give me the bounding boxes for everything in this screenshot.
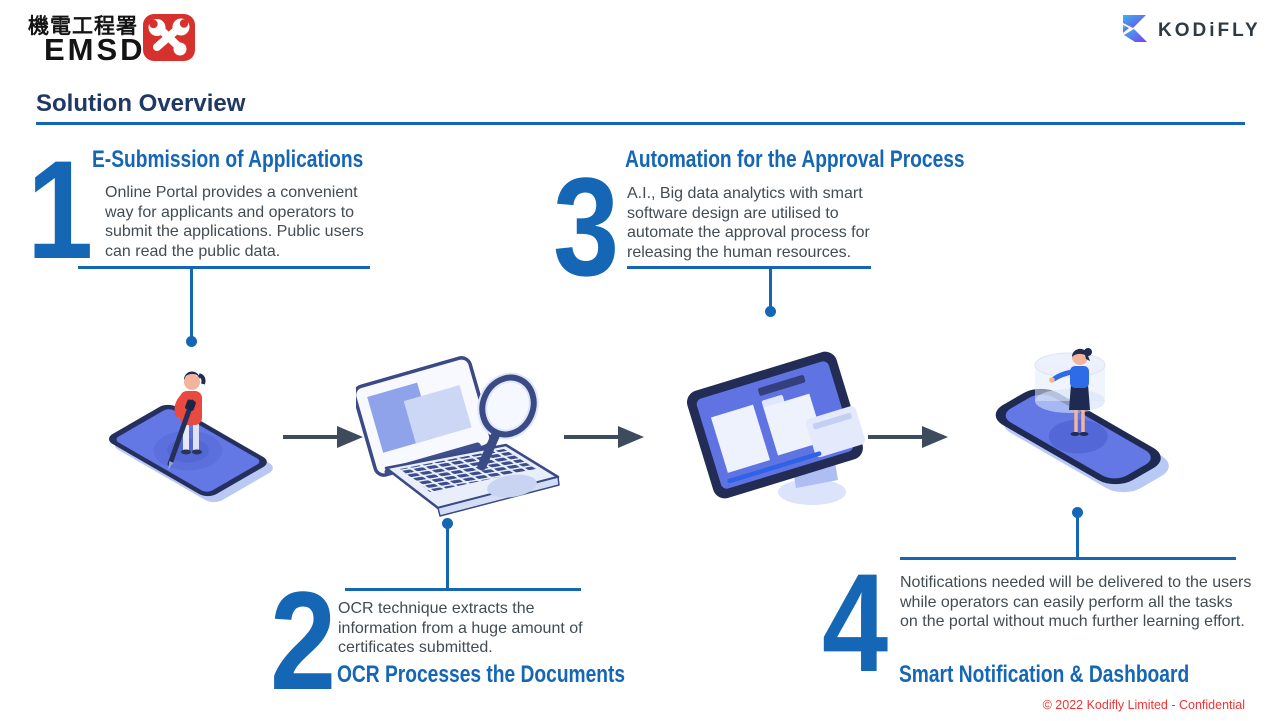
step-4-connector-dot — [1072, 507, 1083, 518]
kodifly-k-icon — [1123, 15, 1147, 42]
step-3-heading: Automation for the Approval Process — [625, 146, 965, 173]
step-2-heading: OCR Processes the Documents — [337, 661, 626, 688]
title-divider — [36, 122, 1245, 125]
flow-arrow-2-icon — [564, 426, 644, 448]
copyright-notice: © 2022 Kodifly Limited - Confidential — [1042, 698, 1245, 712]
step-2-body: OCR technique extracts the information f… — [338, 600, 583, 657]
flow-arrow-1-icon — [283, 426, 363, 448]
step-4-heading: Smart Notification & Dashboard — [899, 661, 1190, 688]
step-3-underline — [627, 266, 871, 269]
emsd-logo-chinese: 機電工程署 — [28, 15, 138, 38]
step-1-body: Online Portal provides a convenient way … — [105, 184, 364, 260]
step-4-body: Notifications needed will be delivered t… — [900, 574, 1252, 631]
step-2-connector-dot — [442, 518, 453, 529]
kodifly-logo-text: KODiFLY — [1158, 20, 1261, 41]
approval-dashboard-screen-illustration — [686, 351, 865, 505]
step-3-connector — [769, 266, 772, 308]
laptop-with-magnifier-illustration — [356, 356, 560, 517]
step-2-overline — [345, 588, 581, 591]
step-3-number: 3 — [553, 148, 620, 305]
step-2-connector — [446, 528, 449, 588]
step-4-connector — [1076, 517, 1079, 557]
step-3-body: A.I., Big data analytics with smart soft… — [627, 185, 870, 261]
flow-arrow-3-icon — [868, 426, 948, 448]
emsd-logo-acronym: EMSD — [44, 32, 146, 67]
step-1-connector-dot — [186, 336, 197, 347]
step-1-heading: E-Submission of Applications — [92, 146, 364, 173]
step-3-connector-dot — [765, 306, 776, 317]
step-1-underline — [78, 266, 370, 269]
emsd-wrench-icon — [143, 14, 195, 61]
step-4-overline — [900, 557, 1236, 560]
step-4-number: 4 — [822, 544, 889, 701]
step-1-connector — [190, 266, 193, 338]
person-on-smartphone-illustration — [995, 348, 1169, 493]
step-1-number: 1 — [27, 131, 94, 288]
step-2-number: 2 — [270, 562, 337, 719]
page-title: Solution Overview — [36, 90, 246, 117]
person-signing-on-tablet-illustration — [108, 371, 273, 503]
